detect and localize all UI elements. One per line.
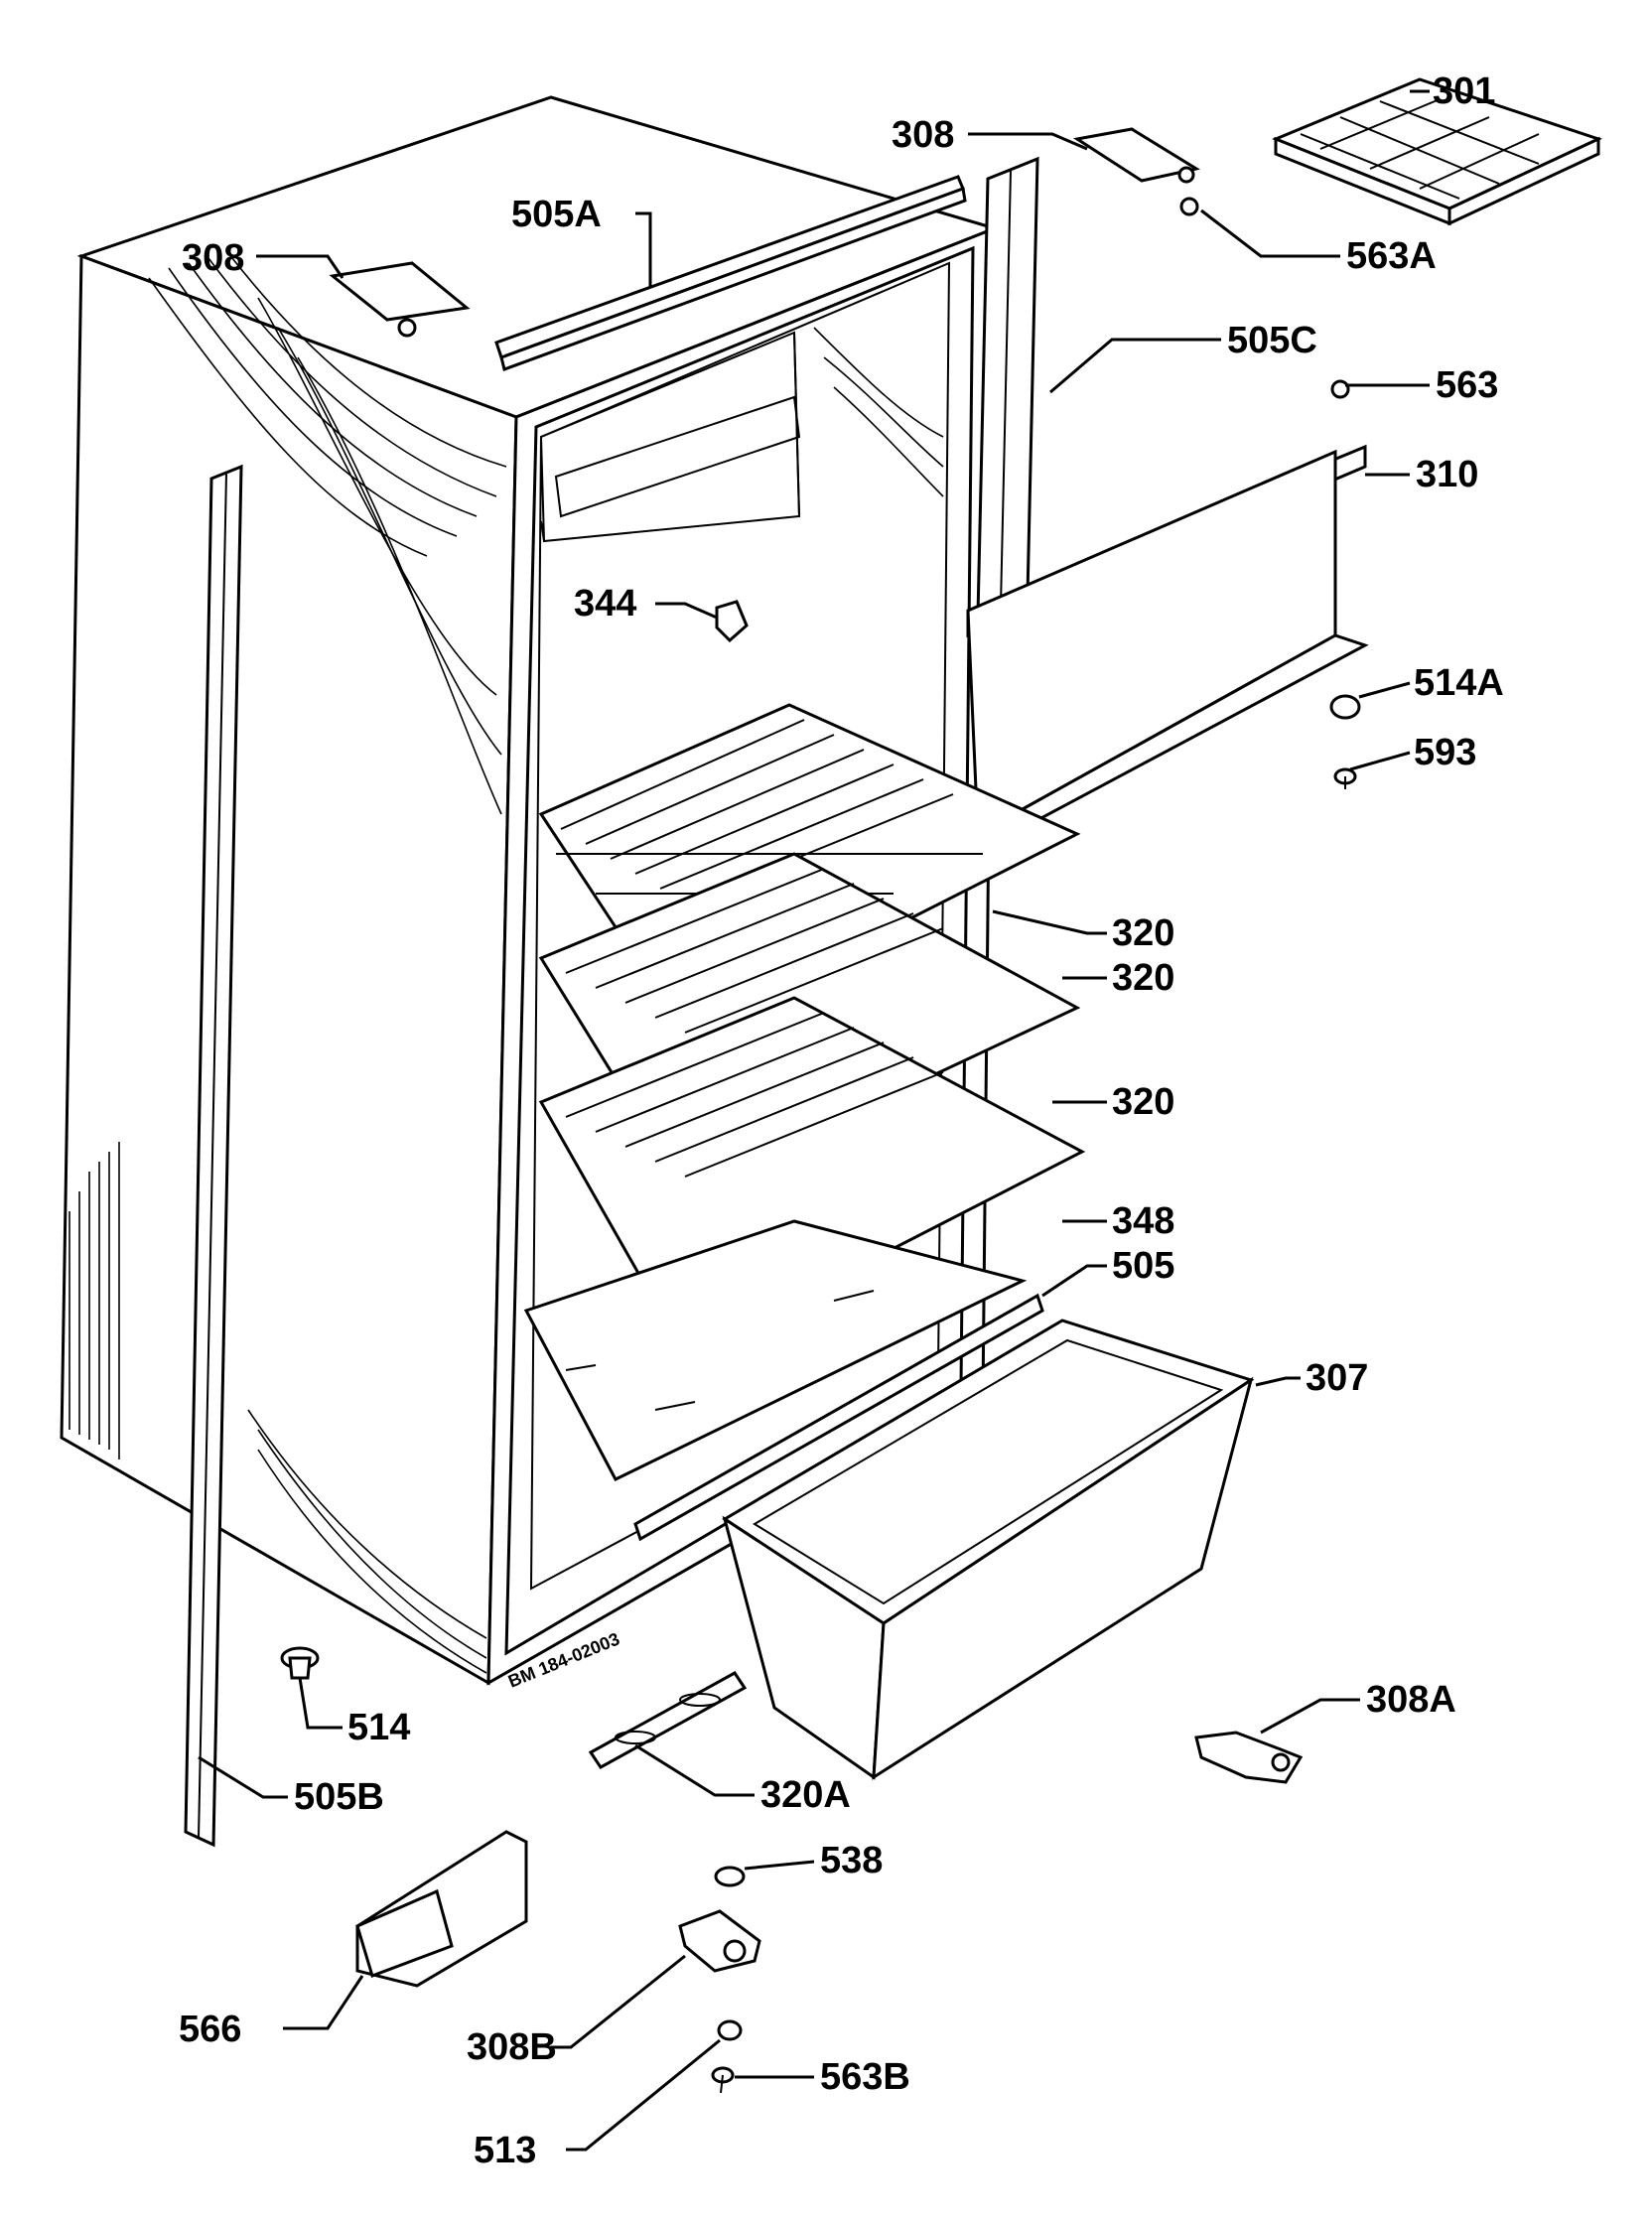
label-593: 593 xyxy=(1414,732,1476,773)
side-shading xyxy=(69,252,507,1674)
label-310: 310 xyxy=(1416,454,1478,495)
label-563B: 563B xyxy=(820,2056,910,2098)
label-505C: 505C xyxy=(1227,320,1317,361)
strip-505B xyxy=(184,464,243,1848)
bushing-513 xyxy=(717,2019,743,2041)
label-307: 307 xyxy=(1306,1357,1368,1399)
drawer-307 xyxy=(722,1319,1255,1780)
label-566: 566 xyxy=(179,2009,241,2050)
label-320-2: 320 xyxy=(1112,957,1174,999)
label-505A: 505A xyxy=(511,194,602,235)
hinge-308-left xyxy=(329,261,471,338)
label-320-1: 320 xyxy=(1112,912,1174,954)
foot-514 xyxy=(280,1646,320,1680)
label-301: 301 xyxy=(1433,70,1495,112)
label-514A: 514A xyxy=(1414,662,1504,704)
label-348: 348 xyxy=(1112,1200,1174,1242)
ice-tray-301 xyxy=(1272,77,1603,226)
label-563: 563 xyxy=(1436,364,1498,406)
label-308A: 308A xyxy=(1366,1679,1456,1721)
leader-lines xyxy=(198,89,1430,2152)
label-505B: 505B xyxy=(294,1776,384,1818)
latch-344 xyxy=(715,600,749,643)
bracket-320A xyxy=(588,1671,748,1769)
label-563A: 563A xyxy=(1346,235,1437,277)
label-505: 505 xyxy=(1112,1245,1174,1287)
screw-563A xyxy=(1179,197,1199,216)
label-514: 514 xyxy=(347,1707,410,1748)
label-538: 538 xyxy=(820,1840,883,1881)
screw-563 xyxy=(1330,379,1350,399)
label-320-3: 320 xyxy=(1112,1081,1174,1123)
foot-514A xyxy=(1329,694,1361,720)
hinge-308-top xyxy=(1073,127,1200,184)
label-344: 344 xyxy=(574,583,636,625)
washer-538 xyxy=(714,1866,746,1887)
screw-593 xyxy=(1333,767,1357,789)
label-308-left: 308 xyxy=(182,237,244,279)
part-labels: 301 308 308 505A 563A 505C 563 310 344 5… xyxy=(179,70,1504,2171)
screw-563B xyxy=(711,2066,735,2094)
strip-505 xyxy=(633,1293,1044,1542)
hinge-308A xyxy=(1194,1731,1304,1784)
strip-505A xyxy=(494,175,967,371)
label-320A: 320A xyxy=(760,1774,851,1816)
label-308B: 308B xyxy=(467,2026,557,2068)
freezer-door-310 xyxy=(966,444,1369,846)
label-513: 513 xyxy=(474,2130,536,2171)
handle-566 xyxy=(355,1830,528,1988)
label-308-top: 308 xyxy=(892,114,954,156)
glass-shelf-348 xyxy=(523,1219,1028,1481)
hinge-308B xyxy=(678,1909,761,1973)
strip-505C xyxy=(976,156,1039,619)
